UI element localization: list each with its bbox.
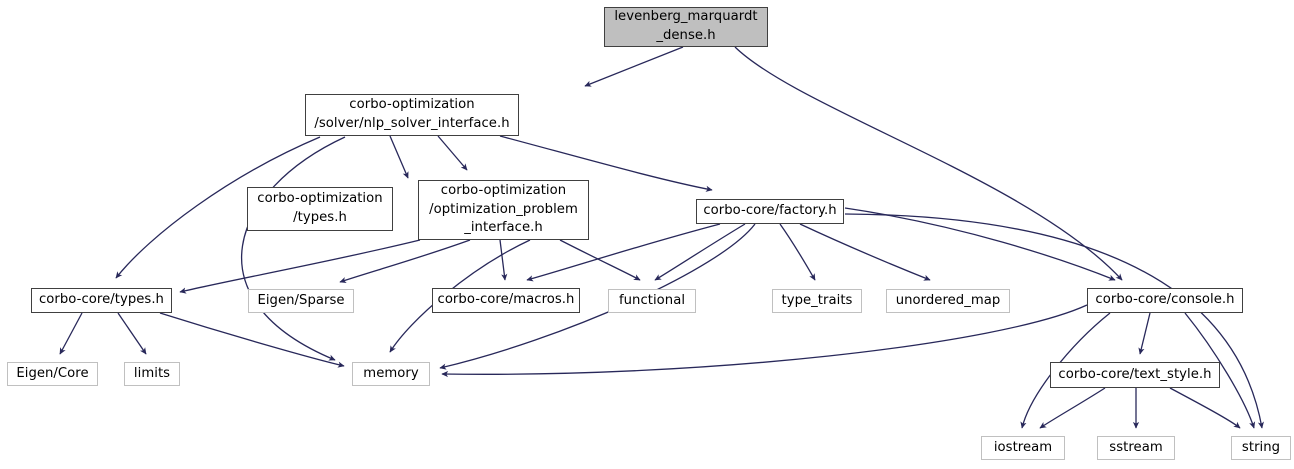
graph-node-opt_types[interactable]: corbo-optimization /types.h (247, 187, 393, 231)
graph-node-limits[interactable]: limits (124, 362, 180, 386)
graph-edge-opt_problem-to-eigen_sparse (339, 239, 471, 284)
graph-edge-factory-to-console (844, 207, 1116, 281)
graph-node-console[interactable]: corbo-core/console.h (1087, 288, 1243, 313)
graph-edge-core_types-to-limits (117, 312, 147, 355)
graph-node-opt_problem[interactable]: corbo-optimization /optimization_problem… (418, 180, 589, 240)
graph-node-eigen_core[interactable]: Eigen/Core (7, 362, 98, 386)
graph-node-eigen_sparse[interactable]: Eigen/Sparse (248, 289, 354, 313)
graph-node-factory[interactable]: corbo-core/factory.h (696, 199, 844, 224)
graph-edge-opt_problem-to-core_types (179, 239, 421, 294)
graph-edge-nlp_solver-to-factory (499, 135, 713, 192)
graph-node-string[interactable]: string (1231, 436, 1291, 460)
graph-edge-nlp_solver-to-core_types (115, 136, 321, 279)
graph-edge-factory-to-core_macros (526, 223, 721, 282)
graph-edge-factory-to-unordered_map (799, 223, 931, 281)
graph-edge-text_style-to-string (1169, 387, 1241, 429)
graph-node-lm_dense[interactable]: levenberg_marquardt _dense.h (604, 7, 768, 47)
graph-edge-factory-to-string (844, 213, 1264, 429)
graph-edge-text_style-to-iostream (1039, 387, 1106, 429)
graph-node-nlp_solver[interactable]: corbo-optimization /solver/nlp_solver_in… (305, 94, 519, 136)
graph-edge-factory-to-functional (654, 223, 746, 281)
graph-node-core_macros[interactable]: corbo-core/macros.h (432, 288, 580, 313)
graph-node-type_traits[interactable]: type_traits (772, 289, 862, 313)
graph-node-iostream[interactable]: iostream (981, 436, 1065, 460)
graph-edge-opt_problem-to-core_macros (499, 239, 508, 281)
graph-edge-lm_dense-to-console (734, 46, 1123, 281)
graph-node-unordered_map[interactable]: unordered_map (886, 289, 1010, 313)
graph-node-sstream[interactable]: sstream (1097, 436, 1175, 460)
graph-edge-nlp_solver-to-memory (241, 136, 346, 361)
graph-edge-factory-to-type_traits (779, 223, 816, 281)
graph-edge-lm_dense-to-nlp_solver (584, 46, 684, 87)
graph-edge-opt_problem-to-functional (559, 239, 641, 281)
graph-edge-nlp_solver-to-opt_problem (437, 135, 468, 171)
graph-edge-core_types-to-eigen_core (59, 312, 83, 355)
graph-edge-console-to-text_style (1138, 312, 1151, 355)
graph-node-functional[interactable]: functional (608, 289, 696, 313)
graph-edge-console-to-string (1184, 312, 1256, 429)
graph-edge-nlp_solver-to-opt_types (389, 135, 409, 179)
graph-node-text_style[interactable]: corbo-core/text_style.h (1050, 362, 1220, 388)
graph-edge-core_types-to-memory (159, 312, 345, 368)
graph-node-core_types[interactable]: corbo-core/types.h (31, 288, 172, 313)
graph-node-memory[interactable]: memory (352, 362, 430, 386)
graph-edge-console-to-memory (441, 304, 1088, 378)
